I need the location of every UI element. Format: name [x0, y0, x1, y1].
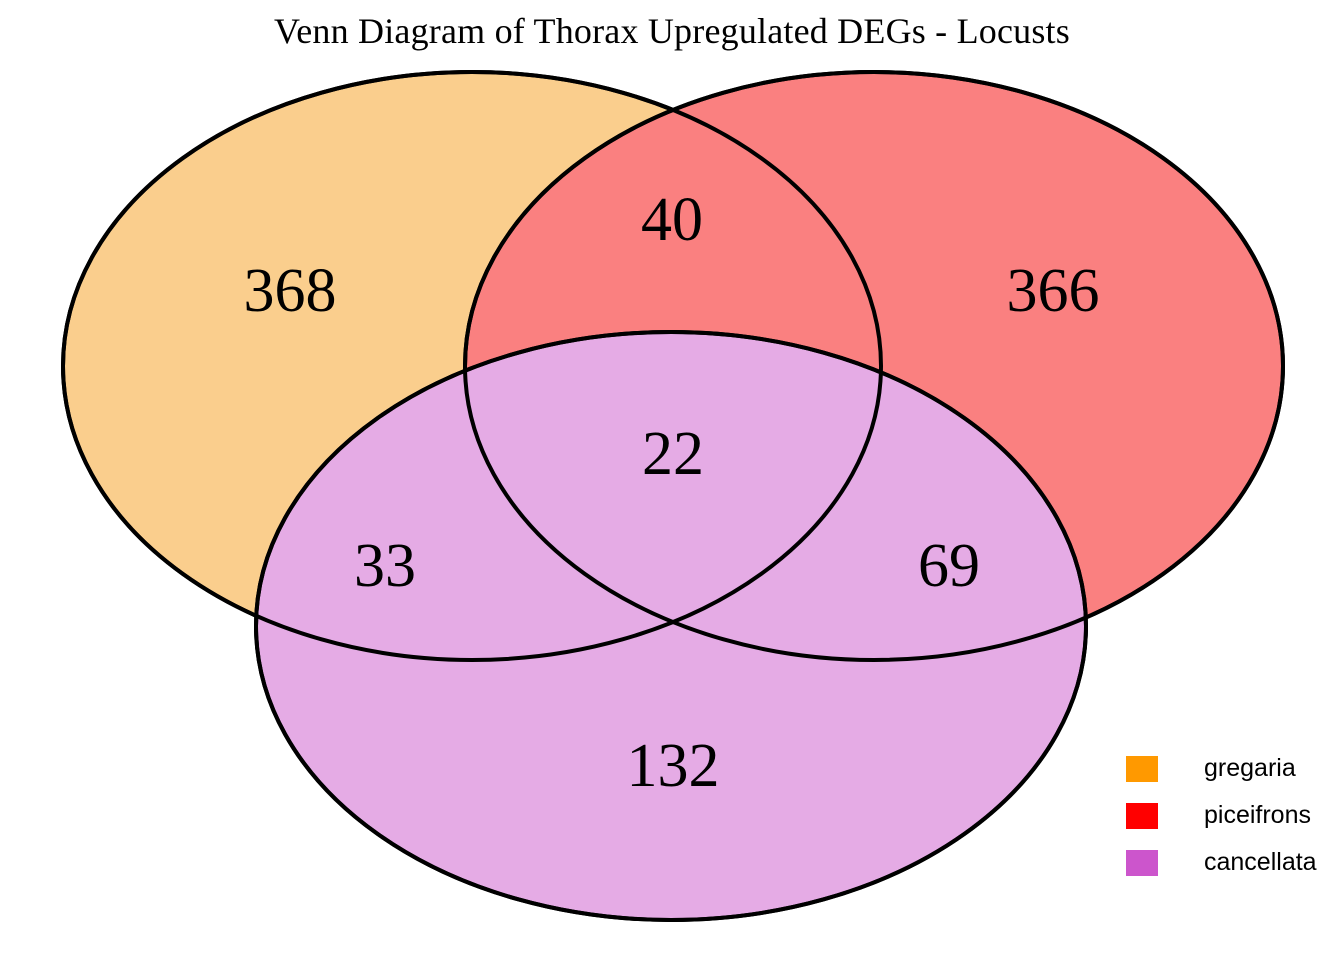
ellipse-outline-piceifrons — [463, 70, 1285, 662]
legend-label-piceifrons: piceifrons — [1204, 801, 1311, 829]
legend-item-piceifrons[interactable]: piceifrons — [1126, 792, 1336, 839]
venn-outline-group — [61, 70, 1285, 922]
legend-swatch-gregaria — [1126, 755, 1158, 782]
region-count-cancellata-only: 132 — [627, 732, 720, 800]
region-count-gregaria-only: 368 — [244, 257, 337, 325]
region-count-all-three: 22 — [642, 420, 704, 488]
ellipse-outline-gregaria — [61, 70, 883, 662]
region-count-gregaria-cancellata: 33 — [354, 532, 416, 600]
legend-label-cancellata: cancellata — [1204, 848, 1317, 876]
ellipse-outline-cancellata — [254, 330, 1088, 922]
legend-item-cancellata[interactable]: cancellata — [1126, 839, 1336, 886]
region-count-gregaria-piceifrons: 40 — [641, 186, 703, 254]
legend-item-gregaria[interactable]: gregaria — [1126, 745, 1336, 792]
legend-swatch-piceifrons — [1126, 802, 1158, 829]
region-count-piceifrons-only: 366 — [1007, 257, 1100, 325]
legend-label-gregaria: gregaria — [1204, 754, 1296, 782]
legend: gregaria piceifrons cancellata — [1126, 745, 1336, 886]
legend-swatch-cancellata — [1126, 849, 1158, 876]
page-title: Venn Diagram of Thorax Upregulated DEGs … — [274, 11, 1070, 51]
region-count-piceifrons-cancellata: 69 — [918, 532, 980, 600]
